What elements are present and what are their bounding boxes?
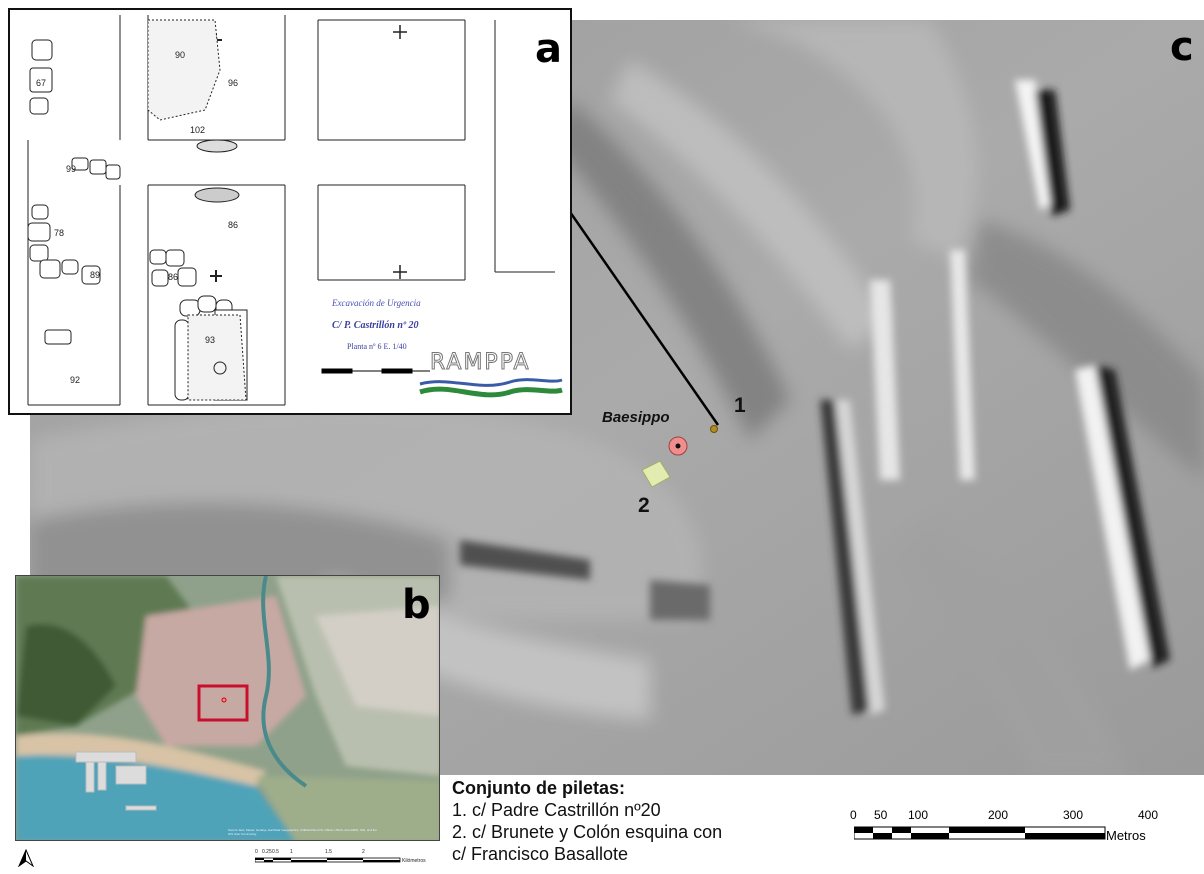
plan-label-99: 99: [66, 164, 77, 174]
m-tick-200: 200: [988, 808, 1009, 822]
metres-scalebar: 0 50 100 200 300 400 Metros: [850, 808, 1204, 848]
legend-item-1: 1. c/ Padre Castrillón nº20: [452, 799, 722, 821]
point-2-polygon[interactable]: [641, 460, 671, 488]
legend-item-1-text: c/ Padre Castrillón nº20: [472, 800, 661, 820]
plan-label-89: 89: [90, 270, 101, 280]
plan-label-90: 90: [175, 50, 186, 60]
plan-label-102: 102: [190, 125, 206, 135]
plan-label-86-b: 86: [168, 272, 179, 282]
north-arrow-icon: [18, 849, 34, 867]
m-tick-50: 50: [874, 808, 888, 822]
plan-label-93: 93: [205, 335, 216, 345]
legend-item-2: 2. c/ Brunete y Colón esquina con: [452, 821, 722, 843]
legend-item-1-num: 1.: [452, 800, 468, 820]
baesippo-site-marker[interactable]: [668, 436, 688, 456]
legend-item-3-text: c/ Francisco Basallote: [452, 844, 629, 864]
km-tick-1: 1: [290, 849, 293, 855]
plan-label-67: 67: [36, 78, 47, 88]
plan-label-86: 86: [228, 220, 239, 230]
plan-title-line3: Planta nº 6 E. 1/40: [347, 342, 407, 351]
satellite-overview-panel[interactable]: b Source: Esri, Maxar, GeoEye, Earthstar…: [15, 575, 440, 841]
km-tick-2: 2: [362, 849, 365, 855]
point-2-label: 2: [638, 494, 650, 517]
satellite-credits: Source: Esri, Maxar, GeoEye, Earthstar G…: [228, 828, 377, 836]
panel-letter-a: a: [535, 26, 562, 72]
km-tick-0: 0: [255, 849, 258, 855]
m-tick-400: 400: [1138, 808, 1159, 822]
panel-letter-b: b: [402, 582, 431, 628]
km-unit: Kilómetros: [402, 858, 426, 864]
legend-title: Conjunto de piletas:: [452, 778, 625, 798]
excavation-plan-panel[interactable]: 67 90 96 102 99 78 89 86 93 92 86 Excava…: [8, 8, 572, 415]
panel-letter-c: c: [1170, 24, 1194, 70]
plan-label-78: 78: [54, 228, 65, 238]
km-tick-1.5: 1.5: [325, 849, 332, 855]
km-tick-0.25: 0.25: [262, 849, 272, 855]
plan-title-line2: C/ P. Castrillón nº 20: [332, 320, 419, 331]
point-1-marker[interactable]: [710, 425, 718, 433]
legend-item-3: c/ Francisco Basallote: [452, 843, 722, 865]
m-tick-100: 100: [908, 808, 929, 822]
rampa-logo: RAMPPA: [430, 350, 531, 376]
site-label-baesippo: Baesippo: [602, 409, 670, 426]
plan-label-92: 92: [70, 375, 81, 385]
m-unit: Metros: [1106, 828, 1146, 843]
m-tick-300: 300: [1063, 808, 1084, 822]
km-scalebar: 0 0.25 0.5 1 1.5 2 Kilómetros: [255, 849, 435, 869]
legend-item-2-num: 2.: [452, 822, 468, 842]
plan-title-line1: Excavación de Urgencia: [332, 298, 421, 308]
km-tick-0.5: 0.5: [272, 849, 279, 855]
point-1-label: 1: [734, 394, 746, 417]
plan-label-96: 96: [228, 78, 239, 88]
m-tick-0: 0: [850, 808, 857, 822]
legend: Conjunto de piletas: 1. c/ Padre Castril…: [452, 777, 722, 865]
study-area-box[interactable]: [197, 684, 249, 722]
legend-item-2-text: c/ Brunete y Colón esquina con: [472, 822, 723, 842]
